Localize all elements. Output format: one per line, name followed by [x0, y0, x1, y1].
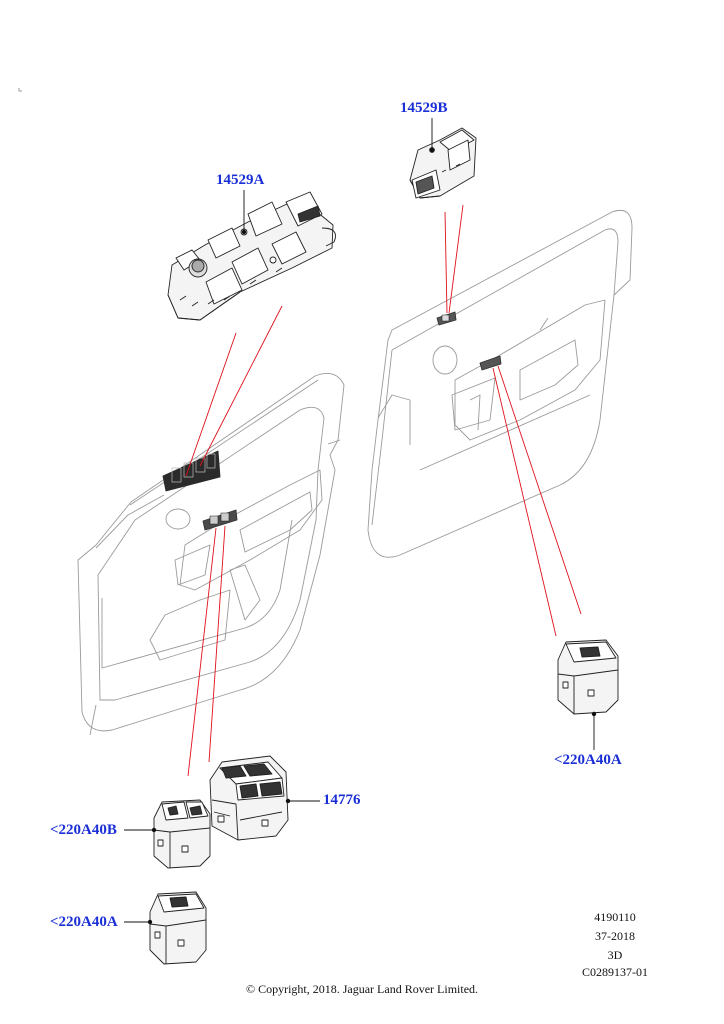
corner-mark	[18, 88, 22, 92]
part-14529a-master-switch	[168, 192, 336, 320]
left-door-panel	[77, 373, 345, 736]
part-14776-rear-switch	[210, 756, 288, 840]
leader-14776-dot	[285, 798, 291, 804]
leader-220a40a-right-dot	[591, 711, 597, 717]
callout-14529a[interactable]: 14529A	[216, 172, 265, 188]
drawing-view: 3D	[607, 948, 623, 962]
part-220a40a-left-lock-switch	[150, 892, 206, 964]
callout-220a40b[interactable]: <220A40B	[50, 822, 117, 838]
drawing-code: C0289137-01	[582, 965, 648, 979]
leader-220a40b-dot	[151, 827, 157, 833]
right-door-lock-switch-location	[479, 355, 502, 371]
callout-220a40a-left[interactable]: <220A40A	[50, 914, 118, 930]
leader-220a40a-left-dot	[147, 919, 153, 925]
leader-lines	[185, 204, 582, 777]
right-door-window-switch-location	[436, 311, 457, 326]
part-220a40b-lock-switch	[154, 800, 210, 868]
part-220a40a-right-lock-switch	[558, 640, 618, 714]
left-door-master-switch-location	[162, 450, 221, 492]
drawing-number: 4190110	[594, 910, 636, 924]
callout-14776[interactable]: 14776	[323, 792, 361, 808]
leader-14529a-dot	[241, 229, 247, 235]
right-door-panel	[367, 209, 633, 558]
copyright-notice: © Copyright, 2018. Jaguar Land Rover Lim…	[245, 982, 479, 996]
drawing-date: 37-2018	[595, 929, 635, 943]
callout-220a40a-right[interactable]: <220A40A	[554, 752, 622, 768]
callout-14529b[interactable]: 14529B	[400, 100, 448, 116]
left-door-small-switch-location	[202, 509, 238, 531]
part-14529b-window-switch	[410, 128, 476, 198]
leader-14529b-dot	[429, 147, 435, 153]
